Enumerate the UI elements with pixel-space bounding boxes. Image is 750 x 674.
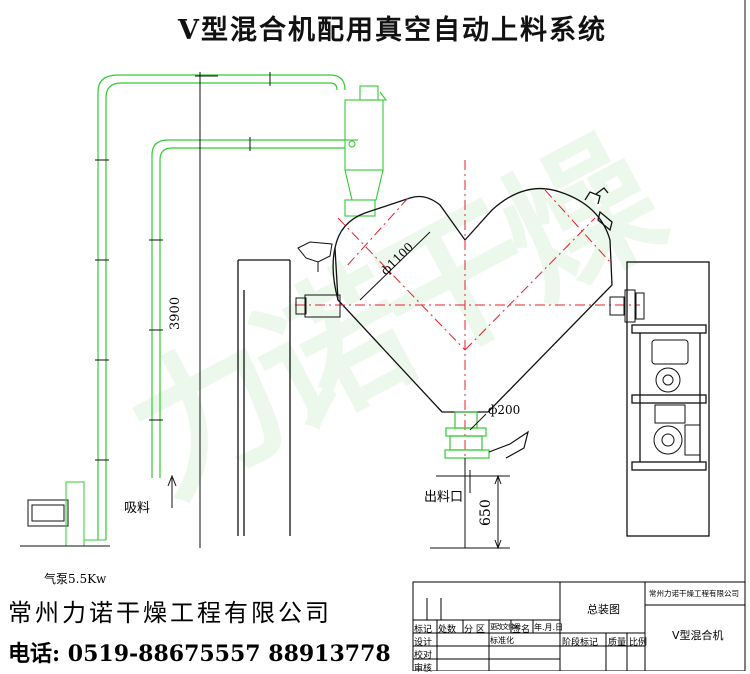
tb-company-small: 常州力诺干燥工程有限公司 bbox=[649, 589, 739, 598]
dia-1100-leader bbox=[359, 231, 431, 301]
tb-stage-col2: 比例 bbox=[629, 638, 648, 648]
tb-stage-col1: 质量 bbox=[608, 638, 627, 648]
tb-drawing-name: 总装图 bbox=[587, 603, 620, 616]
v-mixer-drum bbox=[332, 187, 613, 413]
tb-row0-col2: 分 区 bbox=[464, 625, 485, 635]
company-phone: 电话: 0519-88675557 88913778 bbox=[8, 641, 391, 667]
discharge-valve bbox=[444, 411, 529, 459]
label-pump: 气泵5.5Kw bbox=[44, 572, 107, 586]
tb-row0-col5: 年.月.日 bbox=[534, 623, 564, 632]
title-block bbox=[412, 581, 746, 671]
tb-row1-col3: 标准化 bbox=[490, 636, 514, 645]
tb-row3-col0: 审核 bbox=[414, 664, 433, 674]
drive-shaft bbox=[295, 289, 645, 323]
tb-row2-col0: 校对 bbox=[414, 651, 433, 661]
pipe-joints bbox=[95, 72, 271, 461]
tb-row1-col0: 设计 bbox=[414, 638, 433, 648]
right-frame bbox=[626, 261, 710, 537]
conveying-pipe-outer bbox=[97, 74, 346, 540]
tb-row0-col4: 签名 bbox=[512, 625, 531, 635]
label-outlet: 出料口 bbox=[424, 490, 464, 505]
tb-product: V型混合机 bbox=[672, 629, 724, 642]
vacuum-feeder bbox=[344, 85, 388, 217]
left-frame bbox=[237, 259, 291, 536]
gearbox bbox=[651, 339, 701, 456]
page-title: V型混合机配用真空自动上料系统 bbox=[178, 15, 607, 46]
tb-row0-col1: 处数 bbox=[438, 625, 457, 635]
label-suction: 吸料 bbox=[124, 501, 151, 516]
company-name: 常州力诺干燥工程有限公司 bbox=[8, 599, 332, 627]
tb-stage-col0: 阶段标记 bbox=[562, 638, 599, 648]
conveying-pipe-inner bbox=[151, 139, 345, 478]
hatch bbox=[297, 241, 333, 263]
dia-200-leader bbox=[469, 413, 487, 431]
label-dia-200: ф200 bbox=[488, 403, 521, 417]
vacuum-pump bbox=[20, 481, 110, 547]
tb-row0-col3: 更改文件号 bbox=[490, 623, 521, 631]
label-650: 650 bbox=[478, 499, 494, 526]
centerlines bbox=[295, 160, 640, 472]
label-3900: 3900 bbox=[168, 296, 183, 330]
tb-row0-col0: 标记 bbox=[414, 625, 433, 635]
